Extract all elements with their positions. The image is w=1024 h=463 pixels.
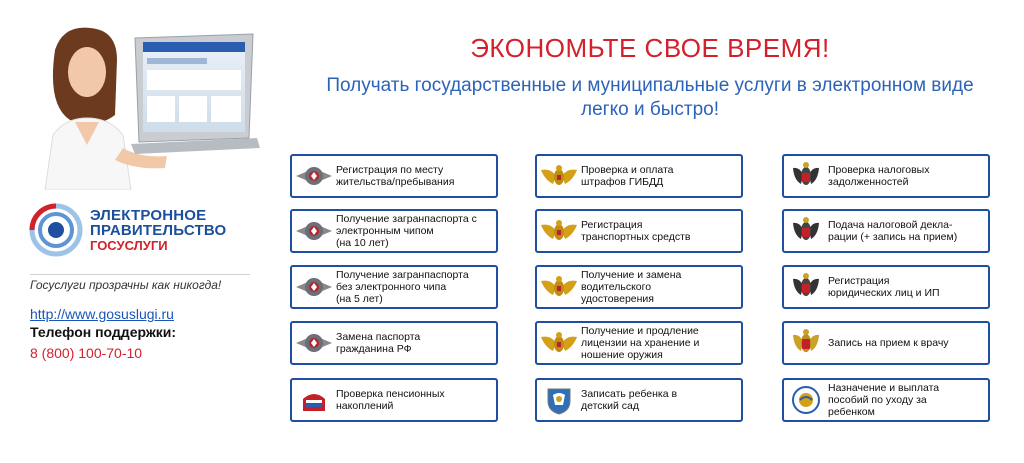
woman-with-laptop-illustration [44,27,260,190]
gosuslugi-emblem-icon [29,203,83,257]
mvd-eagle-icon [537,323,581,363]
service-label-line: жительства/пребывания [336,176,455,188]
tax-eagle-icon [784,267,828,307]
service-label-line: задолженностей [828,176,909,188]
subheadline-line1: Получать государственные и муниципальные… [326,75,974,96]
mvd-eagle-icon [537,211,581,251]
fms-emblem-icon [292,323,336,363]
support-phone-number: 8 (800) 100-70-10 [30,345,143,361]
service-label-line: юридических лиц и ИП [828,287,940,299]
service-label: Подача налоговой декла-рации (+ запись н… [828,219,961,243]
service-label-line: Запись на прием к врачу [828,337,949,349]
service-label-line: лицензии на хранение и [581,337,700,349]
service-label-line: Записать ребенка в [581,388,678,400]
regional-shield-icon [537,380,581,420]
service-label-line: Регистрация по месту [336,164,444,176]
health-eagle-icon [784,323,828,363]
pension-fund-icon [292,380,336,420]
service-label-line: ношение оружия [581,349,663,361]
website-link[interactable]: http://www.gosuslugi.ru [30,306,174,322]
service-label-line: Регистрация [581,219,643,231]
fms-emblem-icon [292,267,336,307]
service-label-line: Получение загранпаспорта с [336,213,477,225]
fms-emblem-icon [292,156,336,196]
tagline: Госуслуги прозрачны как никогда! [30,274,250,292]
service-label-line: электронным чипом [336,225,434,237]
service-label-line: Назначение и выплата [828,382,940,394]
service-label-line: детский сад [581,400,640,412]
service-label-line: рации (+ запись на прием) [828,231,958,243]
service-card[interactable]: Запись на прием к врачу [782,321,990,365]
tax-eagle-icon [784,211,828,251]
headline: ЭКОНОМЬТЕ СВОЕ ВРЕМЯ! [470,33,830,63]
subheadline: Получать государственные и муниципальные… [285,74,1015,122]
social-fund-icon [784,380,828,420]
service-label-line: транспортных средств [581,231,691,243]
service-label: Запись на прием к врачу [828,337,953,349]
mvd-eagle-icon [537,156,581,196]
mvd-eagle-icon [537,267,581,307]
service-label-line: Проверка пенсионных [336,388,445,400]
tax-eagle-icon [784,156,828,196]
service-label-line: (на 10 лет) [336,237,389,249]
service-label-line: Регистрация [828,275,890,287]
logo-line2: ПРАВИТЕЛЬСТВО [90,222,227,239]
service-label-line: без электронного чипа [336,281,447,293]
subheadline-line2: легко и быстро! [580,99,719,120]
service-label-line: штрафов ГИБДД [581,176,664,188]
service-label-line: удостоверения [581,293,654,305]
service-label-line: Получение загранпаспорта [336,269,469,281]
service-label-line: ребенком [828,406,875,418]
service-label-line: Замена паспорта [336,331,421,343]
service-label-line: (на 5 лет) [336,293,383,305]
service-label-line: Подача налоговой декла- [828,219,953,231]
left-panel: ЭЛЕКТРОННОЕ ПРАВИТЕЛЬСТВО ГОСУСЛУГИ Госу… [0,0,270,463]
service-label-line: пособий по уходу за [828,394,927,406]
support-phone-label: Телефон поддержки: [30,324,177,340]
service-label-line: Проверка и оплата [581,164,674,176]
service-card[interactable]: Подача налоговой декла-рации (+ запись н… [782,209,990,253]
service-label-line: водительского [581,281,652,293]
fms-emblem-icon [292,211,336,251]
service-label-line: Получение и продление [581,325,699,337]
e-government-logo: ЭЛЕКТРОННОЕ ПРАВИТЕЛЬСТВО ГОСУСЛУГИ [28,202,258,262]
service-label-line: Получение и замена [581,269,682,281]
logo-line3: ГОСУСЛУГИ [90,238,168,253]
service-label-line: гражданина РФ [336,343,412,355]
service-label-line: накоплений [336,400,394,412]
logo-line1: ЭЛЕКТРОННОЕ [90,207,207,224]
service-label-line: Проверка налоговых [828,164,930,176]
